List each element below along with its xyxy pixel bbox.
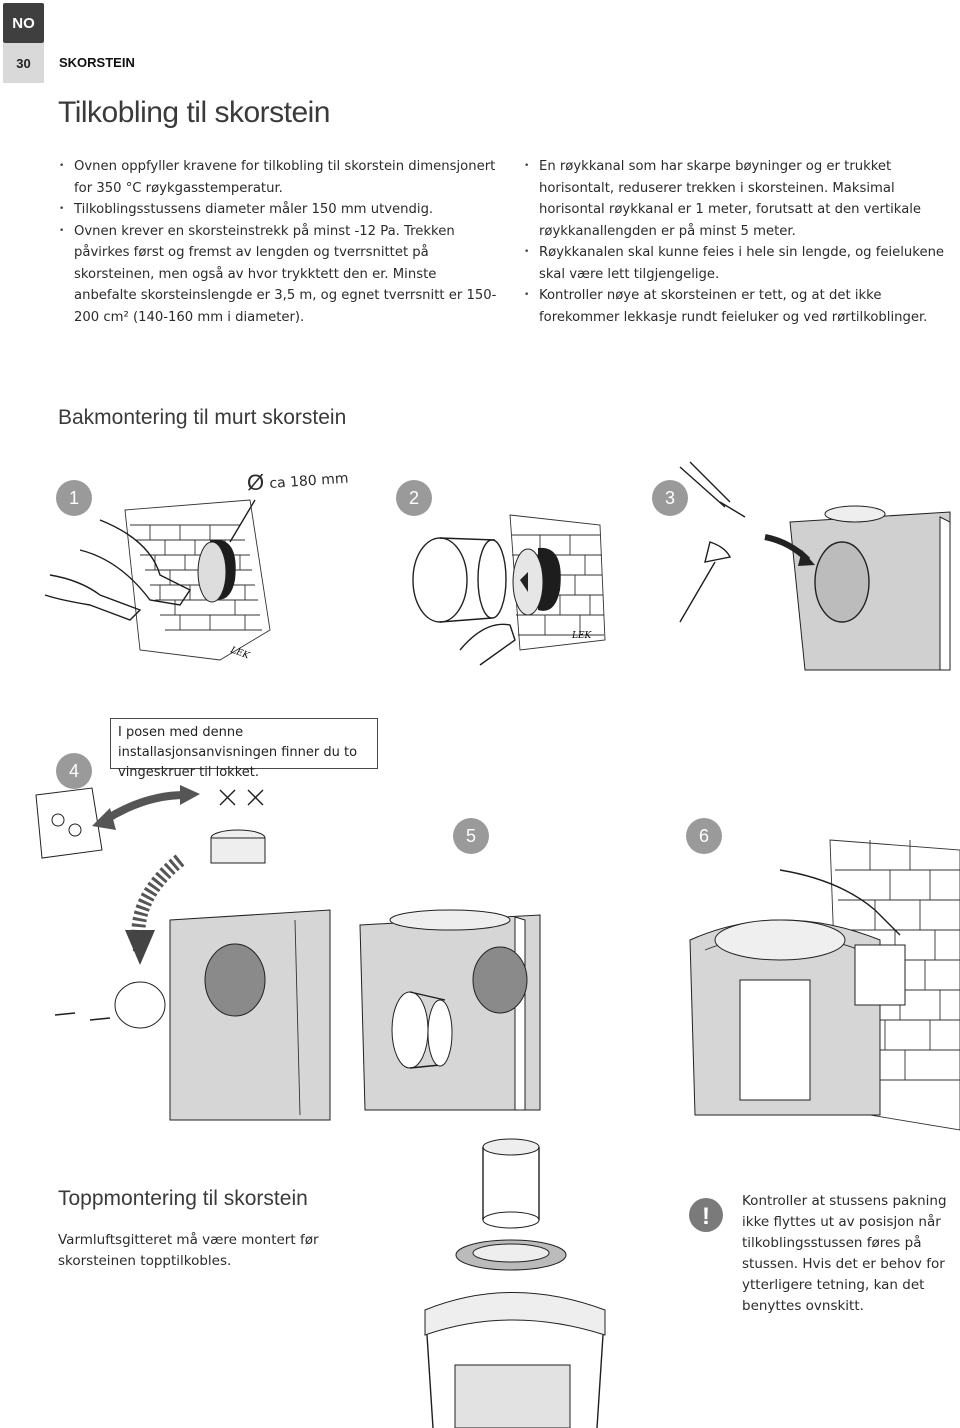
step-badge-2: 2 (396, 480, 432, 516)
brand-mark: LEK (228, 645, 252, 662)
list-item: Ovnen krever en skorsteinstrekk på minst… (58, 221, 498, 329)
list-item: Kontroller nøye at skorsteinen er tett, … (523, 285, 953, 328)
list-item: Røykkanalen skal kunne feies i hele sin … (523, 242, 953, 285)
illustration-top-mount (424, 1138, 606, 1428)
step4-note: I posen med denne installasjonsanvisning… (110, 718, 378, 780)
step-badge-3: 3 (652, 480, 688, 516)
illustration-step-1: LEK (44, 499, 271, 662)
diameter-symbol: Ø (247, 470, 265, 495)
illustration-step-5 (359, 909, 541, 1111)
illustration-step-3 (679, 461, 951, 671)
page-number: 30 (3, 43, 44, 83)
page-title: Tilkobling til skorstein (58, 96, 331, 129)
section-label: SKORSTEIN (59, 55, 135, 70)
top-mount-text: Varmluftsgitteret må være montert før sk… (58, 1232, 319, 1269)
top-mount-heading: Toppmontering til skorstein (58, 1187, 308, 1210)
list-item: Ovnen oppfyller kravene for tilkobling t… (58, 156, 498, 199)
list-item: En røykkanal som har skarpe bøyninger og… (523, 156, 953, 242)
svg-text:!: ! (702, 1203, 710, 1230)
language-tab: NO (3, 3, 44, 43)
step-badge-6: 6 (686, 818, 722, 854)
intro-right-list: En røykkanal som har skarpe bøyninger og… (523, 156, 953, 328)
step-badge-1: 1 (56, 480, 92, 516)
illustration-step-2: LEK (412, 514, 606, 666)
rear-mount-heading: Bakmontering til murt skorstein (58, 406, 347, 429)
step-badge-5: 5 (453, 818, 489, 854)
brand-mark: LEK (571, 631, 593, 641)
intro-left-list: Ovnen oppfyller kravene for tilkobling t… (58, 156, 498, 328)
exclamation-warning-icon: ! (689, 1198, 723, 1232)
list-item: Tilkoblingsstussens diameter måler 150 m… (58, 199, 498, 221)
diameter-label: ca 180 mm (268, 470, 349, 492)
illustration-step-4 (35, 785, 331, 1121)
warning-text: Kontroller at stussens pakning ikke flyt… (742, 1193, 947, 1314)
step-badge-4: 4 (56, 753, 92, 789)
illustration-step-6 (689, 839, 960, 1131)
